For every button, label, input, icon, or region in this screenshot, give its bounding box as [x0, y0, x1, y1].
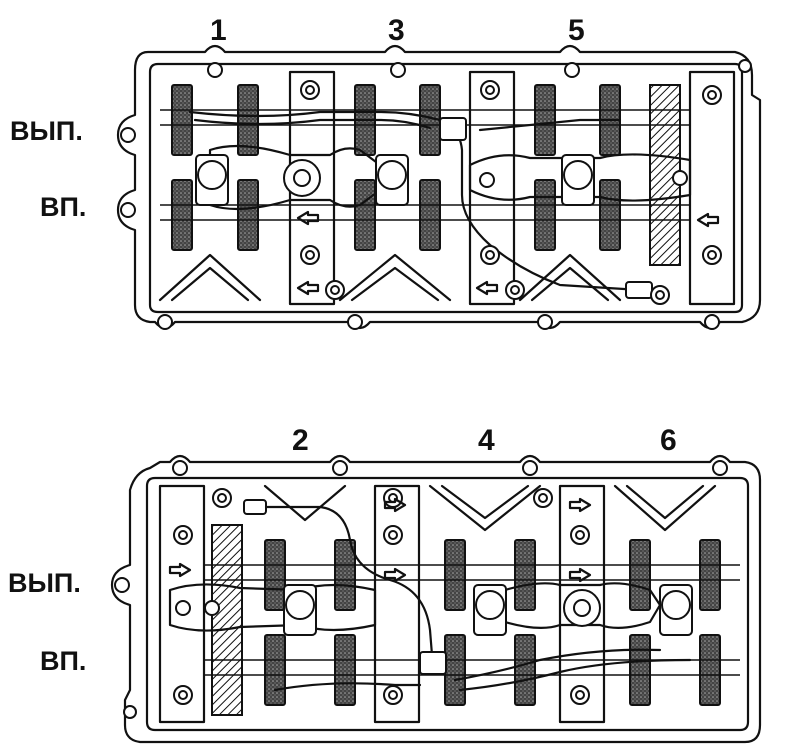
- bottom-intake-label: ВП.: [40, 646, 86, 676]
- top-perimeter-bolts: [120, 59, 752, 330]
- bottom-coil-units: [283, 584, 693, 636]
- bottom-harness: [243, 499, 692, 692]
- top-bank: 1 3 5 ВЫП. ВП.: [10, 14, 762, 330]
- top-valve-chevrons: [158, 253, 622, 302]
- top-intake-label: ВП.: [40, 192, 86, 222]
- top-arrow-icons: [296, 210, 720, 296]
- bottom-internal-bolts: [173, 488, 590, 705]
- top-coil-units: [195, 154, 595, 206]
- top-head-outline: [116, 44, 762, 330]
- top-internal-bolts: [300, 80, 722, 305]
- bottom-head-inner: [145, 476, 750, 732]
- top-cam-lobes: [171, 84, 621, 251]
- bottom-exhaust-label: ВЫП.: [8, 568, 81, 598]
- top-exhaust-label: ВЫП.: [10, 116, 83, 146]
- top-camshafts: [160, 109, 690, 221]
- top-coil-brackets: [208, 144, 692, 211]
- top-cylinder-label-3: 3: [388, 14, 405, 47]
- bottom-cylinder-label-6: 6: [660, 424, 677, 457]
- bottom-cylinder-label-4: 4: [478, 424, 495, 457]
- top-cylinder-label-5: 5: [568, 14, 585, 47]
- bottom-arrow-icons: [168, 497, 592, 583]
- bottom-perimeter-bolts: [114, 460, 728, 719]
- bottom-cam-lobes: [264, 539, 721, 706]
- bottom-bank: 2 4 6 ВЫП. ВП.: [8, 424, 762, 744]
- bottom-head-outline: [110, 454, 762, 744]
- bottom-coil-brackets: [168, 582, 662, 632]
- bottom-valve-chevrons: [263, 484, 717, 532]
- bottom-cylinder-label-2: 2: [292, 424, 309, 457]
- top-cylinder-label-1: 1: [210, 14, 227, 47]
- bottom-cam-gear: [211, 524, 243, 716]
- top-harness: [188, 110, 653, 299]
